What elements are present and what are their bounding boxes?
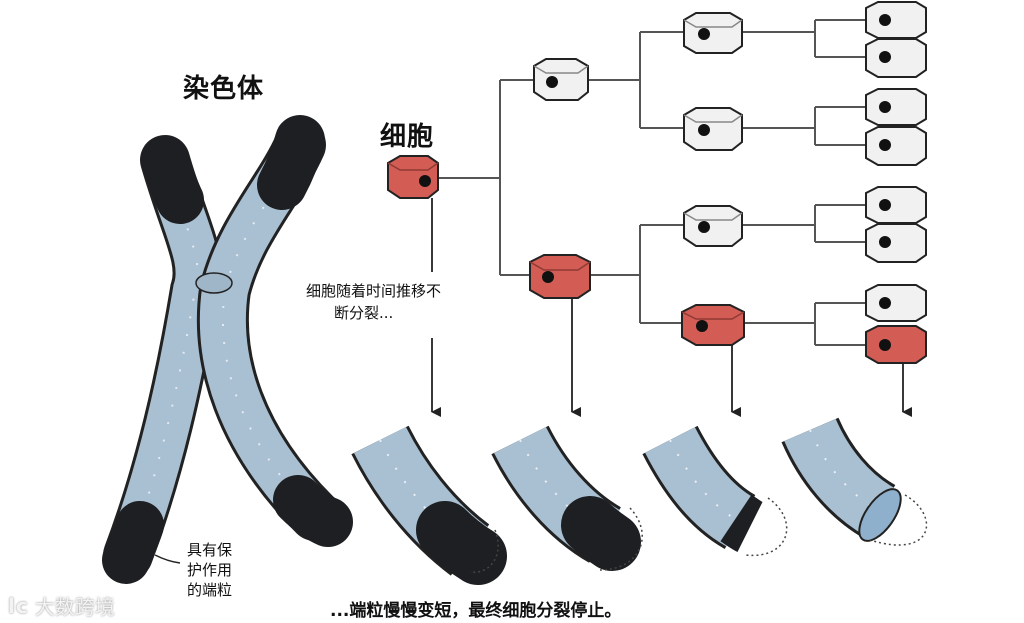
telomere-note-line1: 具有保: [187, 541, 233, 559]
watermark-text: 大数跨境: [34, 595, 115, 619]
telomere-pointer: [154, 554, 181, 564]
telomere-segment-3: [642, 425, 788, 557]
cell-gen3-7: [865, 284, 927, 322]
cell-gen3-2: [865, 38, 927, 78]
cell-gen2-1: [683, 12, 743, 54]
division-note-line2: 断分裂...: [334, 304, 394, 322]
cell-gen3-4: [865, 126, 927, 166]
watermark-logo-icon: lc: [8, 593, 29, 618]
chromosome-arm-right: [196, 115, 353, 547]
division-arrows: [431, 198, 912, 417]
telomere-cap-bottom-right: [273, 475, 353, 547]
cell-gen1-top: [533, 58, 589, 101]
division-tree-lines: [432, 19, 870, 346]
cell-original: [387, 155, 439, 199]
telomere-note: 具有保 护作用 的端粒: [187, 540, 232, 600]
cell-gen3-6: [865, 223, 927, 263]
cell-gen2-2: [683, 107, 743, 151]
telomere-segment-4: [781, 417, 928, 546]
bottom-caption: ...端粒慢慢变短，最终细胞分裂停止。: [330, 601, 622, 621]
cell-gen1-bottom-red: [529, 254, 591, 299]
watermark: lc 大数跨境: [8, 591, 115, 620]
telomere-cap-top-right: [257, 115, 325, 210]
telomere-segment-2: [491, 425, 643, 571]
telomere-cap-bottom-left: [102, 501, 164, 584]
telomere-cap-top-left: [141, 136, 204, 224]
cell-gen3-8-red: [865, 325, 927, 364]
division-note: 细胞随着时间推移不 断分裂...: [304, 280, 444, 324]
telomere-segments: [351, 417, 928, 585]
chromosome-arm-left: [102, 135, 223, 584]
cell-gen2-3: [683, 205, 743, 247]
telomere-note-line2: 护作用: [187, 561, 233, 579]
cell-gen3-5: [865, 186, 927, 224]
telomere-segment-1: [351, 425, 507, 585]
chromosome-label: 染色体: [183, 74, 265, 104]
cell-gen3-3: [865, 88, 927, 126]
centromere: [195, 272, 233, 294]
chromosome-illustration: [102, 115, 353, 584]
cell-label: 细胞: [380, 122, 435, 152]
cell-gen2-4-red: [681, 304, 745, 346]
cell-gen3-1: [865, 1, 927, 39]
division-note-line1: 细胞随着时间推移不: [306, 282, 442, 300]
telomere-note-line3: 的端粒: [187, 581, 233, 599]
cells: [387, 1, 927, 364]
